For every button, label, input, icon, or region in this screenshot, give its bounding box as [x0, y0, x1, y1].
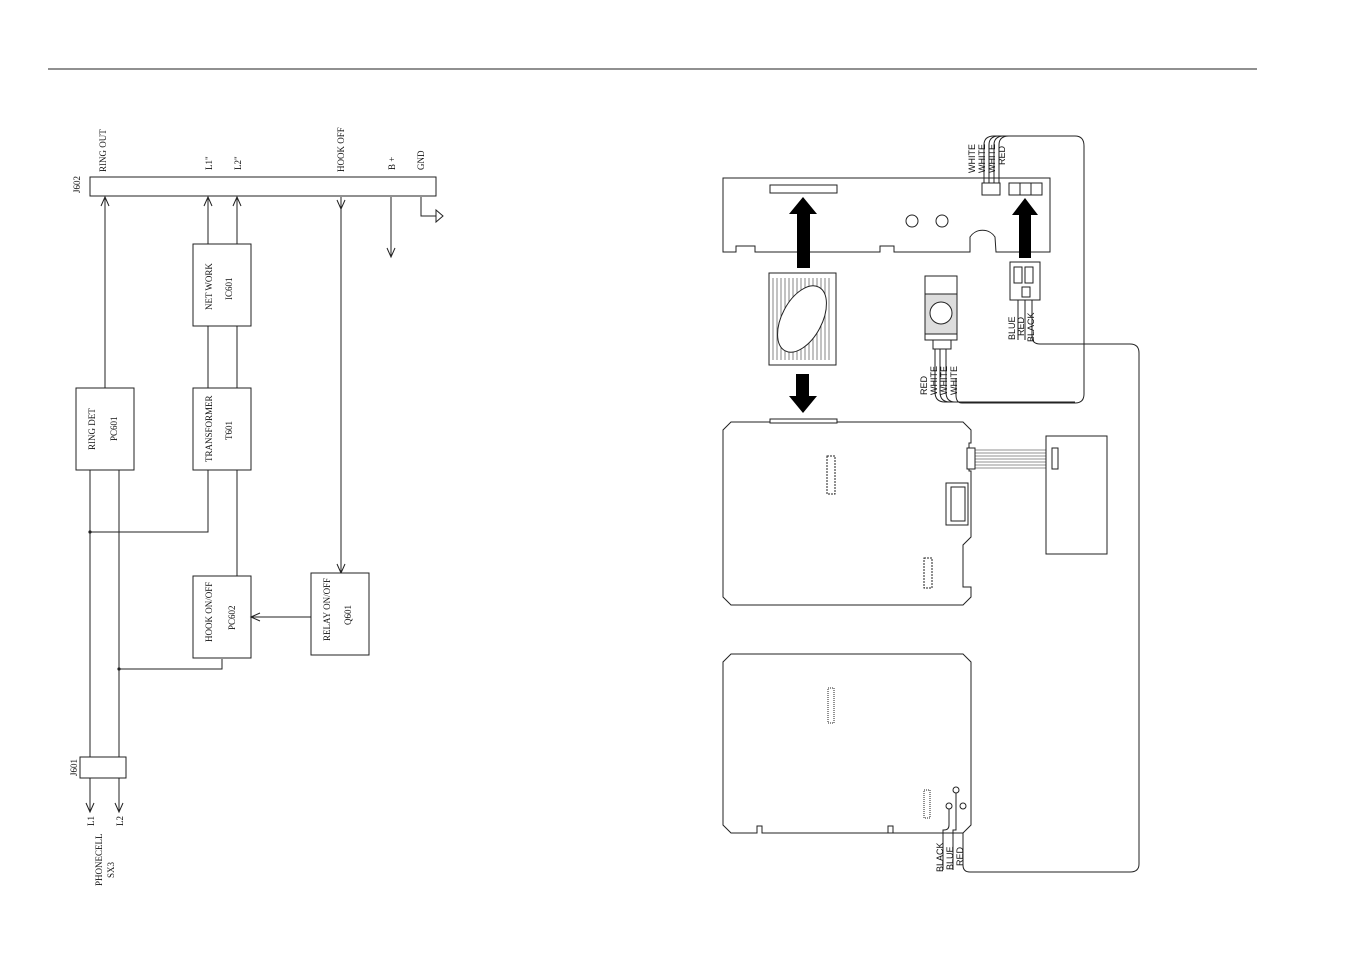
bottom-wire-2: [952, 793, 957, 870]
middle-pcb-socket-inner: [950, 486, 966, 522]
device-model: SX3: [106, 861, 116, 878]
ring-out-arrow: [100, 195, 110, 207]
bottom-pcb: [722, 653, 972, 834]
pin-gnd: GND: [416, 150, 426, 170]
pin-l1: L1": [204, 156, 214, 170]
network-name: NET WORK: [204, 263, 214, 310]
bottom-pcb-header-2: [923, 789, 931, 819]
l1-arrow: [203, 195, 213, 207]
plug-latch: [1021, 286, 1031, 298]
wiring-diagram: WHITE WHITE WHITE RED RED WHIT: [722, 135, 1140, 873]
network-ref: IC601: [224, 278, 234, 301]
l2-out-arrow: [114, 802, 124, 814]
top-wire-label-4: RED: [997, 145, 1007, 165]
connector-up-arrow: [1012, 198, 1038, 258]
bottom-wire-1: [942, 809, 950, 870]
gnd-symbol: [435, 208, 444, 224]
top-pcb-slot: [769, 184, 838, 194]
relay-onoff-block: [310, 572, 370, 656]
plug-pin-1: [1013, 266, 1023, 284]
right-wire-label-2: RED: [1016, 316, 1026, 336]
top-pcb-hole-1: [905, 214, 919, 228]
j601-label: J601: [69, 759, 79, 776]
hook-onoff-block: [192, 575, 252, 659]
middle-pcb-slot: [769, 418, 838, 424]
hook-to-l2: [119, 659, 223, 670]
l1-label: L1: [86, 816, 96, 826]
hook-off-arrow-top: [336, 199, 346, 211]
hook-onoff-name: HOOK ON/OFF: [204, 582, 214, 642]
terminal-1: [945, 802, 953, 810]
top-wire-3: [993, 135, 1005, 183]
pin-l2: L2": [233, 156, 243, 170]
network-block: [192, 243, 252, 327]
transformer-name: TRANSFORMER: [204, 395, 214, 462]
dial-module-connector: [932, 339, 952, 350]
l1-out-arrow: [85, 802, 95, 814]
b-plus-arrow: [386, 247, 396, 259]
module-wire-3: [945, 349, 956, 403]
j602-connector: [89, 176, 437, 197]
l2-label: L2: [115, 816, 125, 826]
right-wire-label-1: BLUE: [1007, 316, 1017, 340]
ring-det-block: [75, 387, 135, 471]
top-pcb-socket-3pin: [1008, 182, 1043, 196]
pin-hook-off: HOOK OFF: [336, 127, 346, 172]
transformer-block: [192, 387, 252, 471]
terminal-2: [952, 786, 960, 794]
daughter-board-connector: [1051, 447, 1059, 470]
l2-arrow: [232, 195, 242, 207]
top-wire-4: [998, 135, 1010, 183]
module-wire-label-1: RED: [919, 375, 929, 395]
relay-onoff-name: RELAY ON/OFF: [322, 578, 332, 641]
j602-label: J602: [72, 176, 82, 193]
top-wire-2: [988, 135, 1000, 183]
top-wire-label-1: WHITE: [967, 144, 977, 173]
bottom-wire-label-2: BLUE: [945, 846, 955, 870]
block-diagram: J602 RING OUT L1" L2" HOOK OFF B + GND N…: [69, 127, 444, 887]
ribbon-window: [777, 285, 827, 353]
module-wire-1: [934, 349, 1075, 403]
right-wire-label-3: BLACK: [1026, 312, 1036, 342]
ring-det-name: RING DET: [87, 408, 97, 450]
gnd-line: [420, 197, 436, 217]
bottom-wire-label-1: BLACK: [935, 842, 945, 872]
module-wire-label-3: WHITE: [939, 366, 949, 395]
middle-pcb-header-2: [923, 557, 933, 589]
dial-knob: [929, 301, 953, 325]
top-wire-label-2: WHITE: [977, 144, 987, 173]
relay-onoff-ref: Q601: [343, 605, 353, 625]
pin-b-plus: B +: [387, 157, 397, 170]
transformer-ref: T601: [224, 421, 234, 440]
top-pcb-socket-small: [981, 182, 1001, 196]
plug-wire-3: [962, 300, 1140, 873]
j601-connector: [79, 756, 127, 779]
flex-cable-connector: [966, 447, 976, 470]
module-wire-label-4: WHITE: [949, 366, 959, 395]
bottom-wire-label-3: RED: [955, 846, 965, 866]
top-pcb-hole-2: [935, 214, 949, 228]
device-name: PHONECELL: [94, 834, 104, 887]
ring-det-ref: PC601: [109, 416, 119, 441]
module-wire-label-2: WHITE: [929, 366, 939, 395]
plug-pin-2: [1024, 266, 1034, 284]
junction-dot-2: [117, 667, 121, 671]
middle-pcb-header-1: [826, 455, 836, 495]
terminal-3: [959, 802, 967, 810]
module-wire-2: [939, 349, 951, 403]
ribbon-down-arrow: [789, 374, 817, 413]
relay-to-hook-arrow: [249, 612, 261, 622]
bottom-pcb-header-1: [827, 687, 835, 724]
junction-dot-1: [88, 530, 92, 534]
flex-cable: [975, 449, 1052, 469]
xfmr-to-l1: [90, 470, 209, 533]
top-wire-label-3: WHITE: [987, 144, 997, 173]
hook-onoff-ref: PC602: [227, 605, 237, 630]
pin-ring-out: RING OUT: [98, 129, 108, 172]
ribbon-up-arrow: [789, 197, 817, 268]
middle-pcb: [722, 421, 972, 606]
